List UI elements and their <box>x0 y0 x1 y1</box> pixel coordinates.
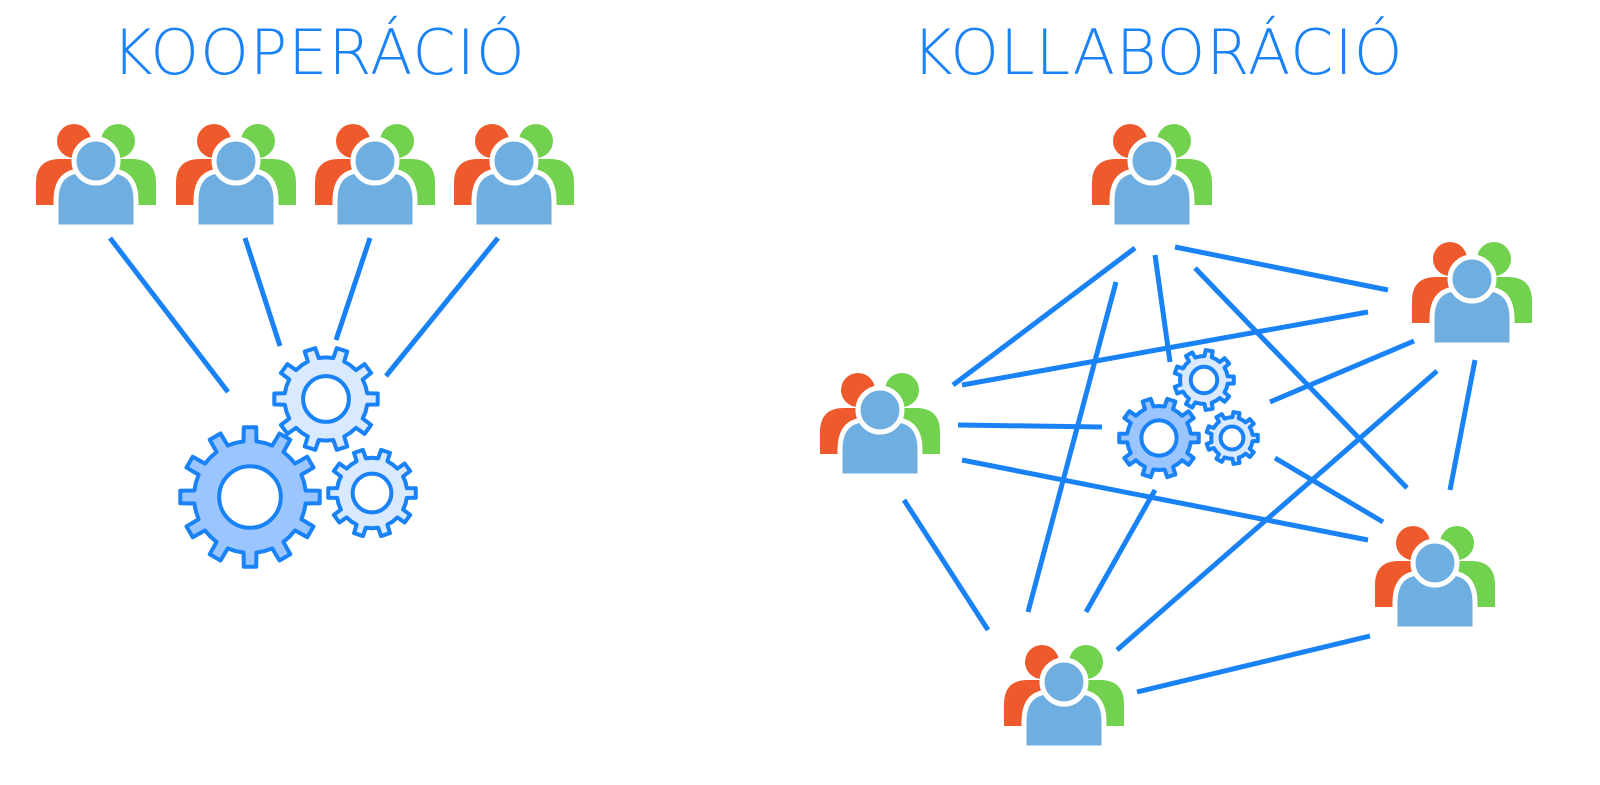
collaboration-link <box>901 498 991 632</box>
gear-icon <box>326 447 418 539</box>
collaboration-link <box>1273 455 1385 525</box>
cooperation-link <box>242 237 283 347</box>
gears-icon <box>178 346 418 569</box>
cooperation-link <box>333 237 373 341</box>
collaboration-link <box>961 457 1369 543</box>
team-icon <box>1412 242 1532 345</box>
collaboration-link <box>1083 488 1158 614</box>
team-icon <box>1092 124 1212 227</box>
collaboration-link <box>1025 281 1119 613</box>
cooperation-link <box>108 236 230 394</box>
cooperation-title: KOOPERÁCIÓ <box>112 16 526 89</box>
gears-icon <box>1117 348 1260 480</box>
team-icon <box>1375 526 1495 629</box>
collaboration-link <box>1269 338 1415 405</box>
teams-layer <box>36 124 1532 748</box>
team-icon <box>454 124 574 227</box>
gear-icon <box>178 425 322 569</box>
team-icon <box>315 124 435 227</box>
collaboration-link <box>957 422 1103 430</box>
team-icon <box>36 124 156 227</box>
collaboration-link <box>1115 369 1439 652</box>
collaboration-link <box>1193 266 1409 490</box>
collaboration-link <box>951 246 1137 387</box>
cooperation-links <box>108 236 500 394</box>
collaboration-link <box>1174 244 1389 293</box>
team-icon <box>1004 645 1124 748</box>
collaboration-link <box>1447 359 1478 491</box>
team-icon <box>820 373 940 476</box>
team-icon <box>176 124 296 227</box>
gear-icon <box>1204 410 1260 466</box>
collaboration-link <box>961 309 1369 388</box>
collaboration-links <box>901 244 1478 695</box>
cooperation-link <box>384 236 500 378</box>
collaboration-link <box>1152 254 1173 363</box>
gear-icon <box>1172 348 1236 412</box>
gear-icon <box>1117 396 1201 480</box>
collaboration-link <box>1136 633 1371 695</box>
collaboration-title: KOLLABORÁCIÓ <box>912 16 1404 89</box>
gear-icon <box>272 346 380 452</box>
